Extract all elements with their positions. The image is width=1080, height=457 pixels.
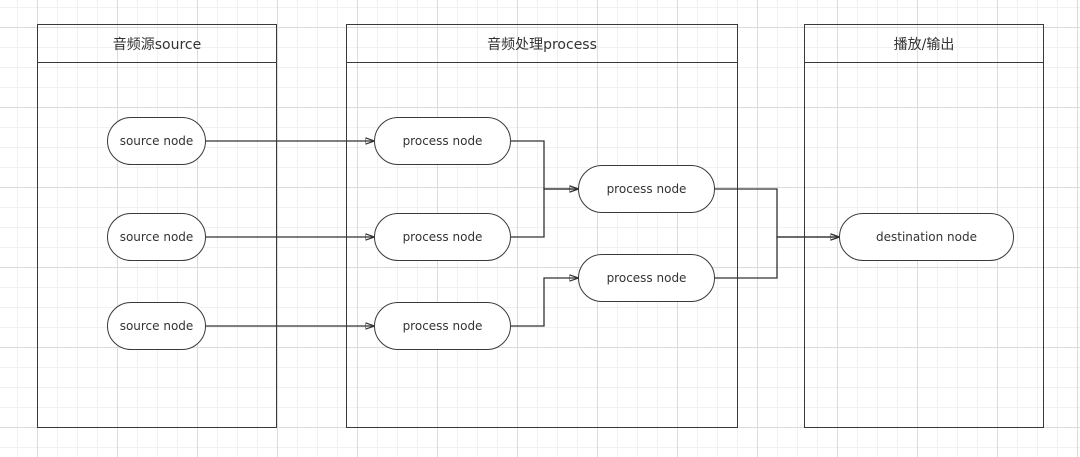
process-node-2[interactable]: process node [374, 213, 511, 261]
process-node-1[interactable]: process node [374, 117, 511, 165]
lane-source-title: 音频源source [38, 25, 276, 63]
lane-output-title: 播放/输出 [805, 25, 1043, 63]
lane-process-title: 音频处理process [347, 25, 737, 63]
lane-source[interactable]: 音频源source [37, 24, 277, 428]
process-node-5[interactable]: process node [578, 254, 715, 302]
source-node-3[interactable]: source node [107, 302, 206, 350]
process-node-3[interactable]: process node [374, 302, 511, 350]
source-node-1[interactable]: source node [107, 117, 206, 165]
destination-node[interactable]: destination node [839, 213, 1014, 261]
source-node-2[interactable]: source node [107, 213, 206, 261]
process-node-4[interactable]: process node [578, 165, 715, 213]
